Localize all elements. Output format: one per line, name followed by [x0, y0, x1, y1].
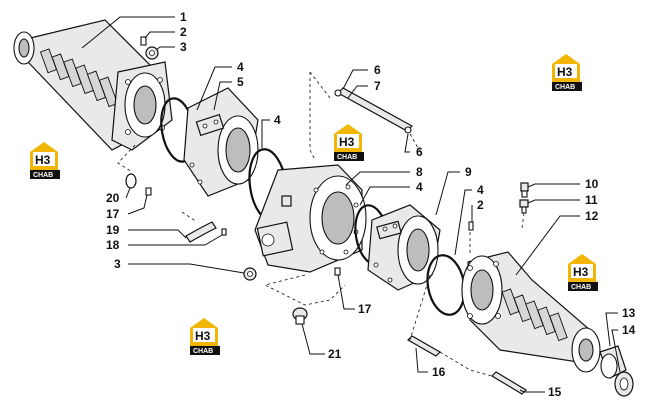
callout-4-left: 4 [237, 60, 244, 74]
callout-3-left: 3 [114, 257, 121, 271]
vent-screw-top-left [140, 36, 147, 46]
screw-17-center [334, 267, 341, 276]
long-bolt-15 [491, 371, 527, 395]
vent-screw-right [468, 221, 474, 231]
callout-4-far-right: 4 [477, 183, 484, 197]
screw-18 [221, 228, 227, 236]
callout-9: 9 [465, 165, 472, 179]
nut-top-left [145, 46, 159, 60]
leader-lines [81, 16, 621, 393]
callout-21: 21 [328, 347, 342, 361]
callout-4-right: 4 [416, 180, 423, 194]
svg-text:CHAB: CHAB [571, 284, 591, 291]
callout-numbers: 1 2 3 4 5 4 6 7 6 8 4 9 4 2 10 11 12 20 … [106, 10, 636, 399]
snap-ring-20 [125, 173, 137, 189]
callout-11: 11 [585, 193, 598, 207]
watermark-logo-3: H3 CHAB [30, 142, 60, 179]
svg-text:H3: H3 [573, 265, 589, 279]
watermark-logo-2: H3 CHAB [334, 124, 364, 161]
fitting-bolt-10 [520, 182, 529, 198]
shaft-ring-top [334, 89, 342, 97]
svg-text:H3: H3 [35, 153, 51, 167]
long-bolt-16 [407, 335, 441, 357]
callout-17-left: 17 [106, 207, 120, 221]
callout-13: 13 [622, 306, 636, 320]
svg-text:H3: H3 [339, 135, 355, 149]
central-housing [254, 164, 367, 273]
callout-2-top: 2 [180, 25, 187, 39]
right-axle-housing [461, 251, 601, 373]
svg-text:CHAB: CHAB [337, 154, 357, 161]
left-cooling-fins [39, 48, 119, 108]
watermark-logo-5: H3 CHAB [190, 318, 220, 355]
callout-2-right: 2 [477, 198, 484, 212]
callout-12: 12 [585, 209, 599, 223]
bearing-right [599, 345, 627, 379]
svg-text:CHAB: CHAB [33, 172, 53, 179]
callout-16: 16 [432, 365, 446, 379]
callout-7: 7 [374, 79, 381, 93]
callout-20: 20 [106, 191, 120, 205]
left-axle-housing [13, 19, 173, 151]
callout-5: 5 [237, 75, 244, 89]
carrier-right [367, 204, 441, 291]
callout-10: 10 [585, 177, 599, 191]
watermark-logo-4: H3 CHAB [568, 254, 598, 291]
shaft-ring-bottom [404, 126, 412, 134]
callout-15: 15 [548, 385, 562, 399]
callout-19: 19 [106, 223, 120, 237]
callout-18: 18 [106, 238, 120, 252]
right-cooling-fins [501, 288, 568, 342]
hose-19 [185, 221, 217, 243]
svg-text:CHAB: CHAB [193, 348, 213, 355]
svg-text:H3: H3 [195, 329, 211, 343]
nut-left-3 [243, 267, 257, 281]
callout-17-center: 17 [358, 302, 372, 316]
svg-text:H3: H3 [557, 65, 573, 79]
seal-ring-right [614, 371, 634, 397]
assembly-lines [117, 71, 525, 377]
watermark-logo-1: H3 CHAB [552, 54, 582, 91]
callout-4-middle: 4 [274, 113, 281, 127]
callout-6-top: 6 [374, 63, 381, 77]
cross-shaft [334, 87, 413, 134]
fitting-bolt-11 [519, 199, 529, 214]
screw-17-left [145, 187, 152, 196]
svg-text:CHAB: CHAB [555, 84, 575, 91]
callout-1: 1 [180, 10, 187, 24]
callout-6-bottom: 6 [416, 145, 423, 159]
callout-14: 14 [622, 323, 636, 337]
callout-3-top: 3 [180, 40, 187, 54]
callout-8: 8 [416, 165, 423, 179]
drain-plug-21 [292, 307, 308, 325]
carrier-left [183, 87, 259, 197]
